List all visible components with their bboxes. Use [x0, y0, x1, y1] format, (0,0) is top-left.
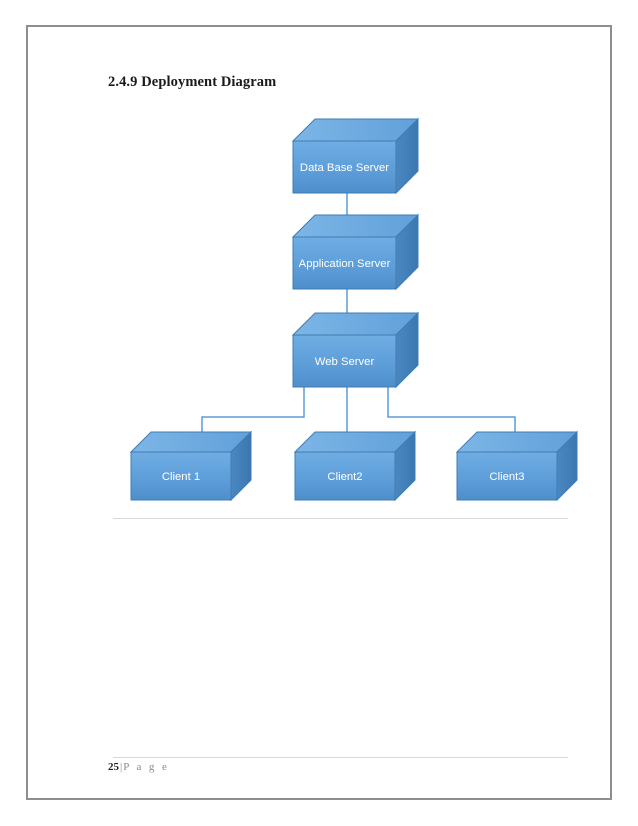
footer-page-number: 25	[108, 761, 119, 773]
footer-rule	[113, 757, 568, 758]
footer-separator: |	[120, 761, 123, 773]
page-footer: 25|P a g e	[108, 761, 169, 773]
page-title: 2.4.9 Deployment Diagram	[108, 74, 277, 90]
page-sheet	[26, 25, 612, 800]
diagram-bottom-rule	[113, 518, 568, 519]
footer-page-word: P a g e	[123, 761, 170, 773]
